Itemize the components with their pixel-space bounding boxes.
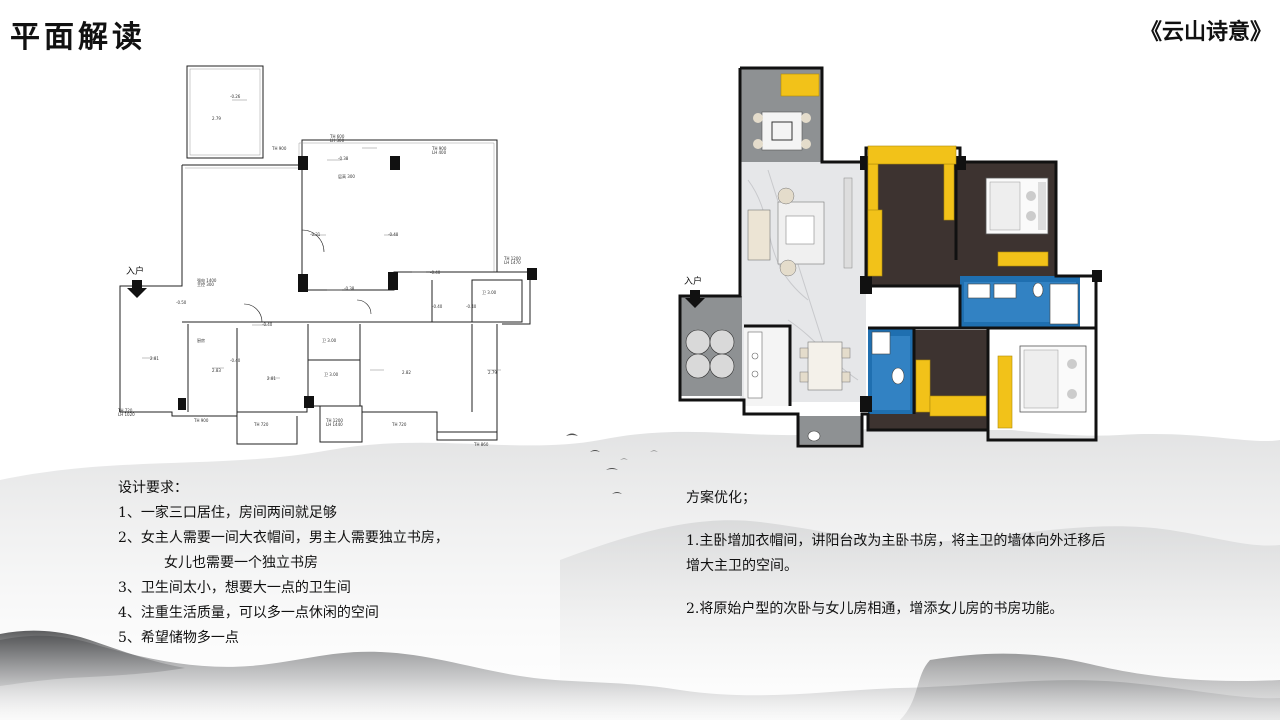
svg-text:TH 900: TH 900	[193, 418, 209, 423]
original-entrance-label: 入户	[126, 265, 144, 277]
svg-text:LH 300: LH 300	[330, 138, 345, 143]
svg-text:-0.40: -0.40	[466, 304, 477, 309]
svg-text:TH 900: TH 900	[431, 146, 447, 151]
svg-text:TH 860: TH 860	[473, 442, 489, 447]
svg-text:-0.38: -0.38	[338, 156, 349, 161]
svg-text:-0.26: -0.26	[230, 94, 241, 99]
optimization-heading: 方案优化；	[686, 490, 756, 506]
dining-set	[799, 341, 851, 391]
room-height-labels: 2.79 -0.26 -0.38 -0.31 -0.40 -0.38 -0.40…	[150, 94, 497, 381]
svg-text:LH 400: LH 400	[432, 150, 447, 155]
dark-mountain-right	[900, 653, 1280, 720]
svg-text:LH 1020: LH 1020	[118, 412, 135, 417]
requirement-item: 女儿也需要一个独立书房	[164, 555, 318, 571]
svg-text:主控 300: 主控 300	[197, 281, 214, 287]
requirement-item: 2、女主人需要一间大衣帽间，男主人需要独立书房，	[118, 530, 449, 546]
requirement-item: 4、注重生活质量，可以多一点休闲的空间	[118, 605, 379, 621]
requirement-item: 1、一家三口居住，房间两间就足够	[118, 505, 337, 521]
svg-text:TH 600: TH 600	[329, 134, 345, 139]
svg-text:2.79: 2.79	[212, 116, 221, 121]
requirements-heading: 设计要求：	[118, 480, 188, 496]
bathroom-fixtures	[807, 282, 1079, 442]
svg-text:TH 1200: TH 1200	[503, 256, 521, 261]
dimension-labels: TH 600 LH 300 TH 900 TH 900 LH 400 层高 30…	[117, 134, 521, 447]
svg-text:TH 720: TH 720	[117, 408, 133, 413]
svg-text:-0.40: -0.40	[432, 304, 443, 309]
kitchen-counter	[747, 331, 763, 399]
svg-text:卫 3.00: 卫 3.00	[322, 338, 337, 343]
optimization-item: 增大主卫的空间。	[686, 558, 798, 574]
dark-mountain-left	[0, 630, 185, 686]
svg-text:2.82: 2.82	[402, 370, 411, 375]
svg-text:-0.40: -0.40	[388, 232, 399, 237]
svg-text:-0.40: -0.40	[430, 270, 441, 275]
entrance-arrow-icon	[127, 280, 147, 298]
svg-text:TH 720: TH 720	[391, 422, 407, 427]
svg-text:2.79: 2.79	[488, 370, 497, 375]
svg-text:-0.40: -0.40	[230, 358, 241, 363]
design-entrance-arrow-icon	[685, 290, 705, 308]
svg-text:强电 1400: 强电 1400	[197, 277, 217, 283]
svg-text:2.81: 2.81	[150, 356, 159, 361]
optimization-item: 2.将原始户型的次卧与女儿房相通，增添女儿房的书房功能。	[686, 601, 1064, 617]
original-floor-plan: TH 600 LH 300 TH 900 TH 900 LH 400 层高 30…	[117, 65, 537, 447]
flying-birds	[566, 433, 658, 494]
design-floor-plan: 入户	[678, 66, 1102, 448]
svg-text:-0.40: -0.40	[262, 322, 273, 327]
svg-text:2.83: 2.83	[212, 368, 221, 373]
svg-text:-0.50: -0.50	[176, 300, 187, 305]
living-room-set	[747, 177, 853, 277]
svg-text:-0.31: -0.31	[310, 232, 321, 237]
page-title: 平面解读	[10, 20, 146, 55]
optimization-item: 1.主卧增加衣帽间，讲阳台改为主卧书房，将主卫的墙体向外迁移后	[686, 533, 1106, 549]
plan-optimization: 方案优化； 1.主卧增加衣帽间，讲阳台改为主卧书房，将主卫的墙体向外迁移后 增大…	[686, 486, 1105, 622]
design-requirements: 设计要求： 1、一家三口居住，房间两间就足够 2、女主人需要一间大衣帽间，男主人…	[118, 476, 449, 651]
svg-text:-0.38: -0.38	[344, 286, 355, 291]
svg-text:厨房: 厨房	[197, 337, 205, 343]
svg-text:TH 900: TH 900	[271, 146, 287, 151]
svg-text:2.81: 2.81	[267, 376, 276, 381]
requirement-item: 3、卫生间太小，想要大一点的卫生间	[118, 580, 351, 596]
design-entrance-label: 入户	[684, 275, 702, 287]
second-bed	[1019, 345, 1087, 413]
svg-text:卫 3.00: 卫 3.00	[324, 372, 339, 377]
svg-text:TH 720: TH 720	[253, 422, 269, 427]
svg-text:LH 1470: LH 1470	[504, 260, 521, 265]
svg-text:LH 1440: LH 1440	[326, 422, 343, 427]
series-title: 《云山诗意》	[1139, 19, 1272, 45]
svg-text:卫 3.00: 卫 3.00	[482, 290, 497, 295]
requirement-item: 5、希望储物多一点	[118, 630, 239, 646]
balcony-tea-table	[753, 111, 811, 151]
master-bed	[985, 177, 1049, 235]
balcony-lounge-chairs	[685, 329, 735, 379]
svg-text:TH 1200: TH 1200	[325, 418, 343, 423]
svg-text:层高 300: 层高 300	[338, 173, 355, 179]
